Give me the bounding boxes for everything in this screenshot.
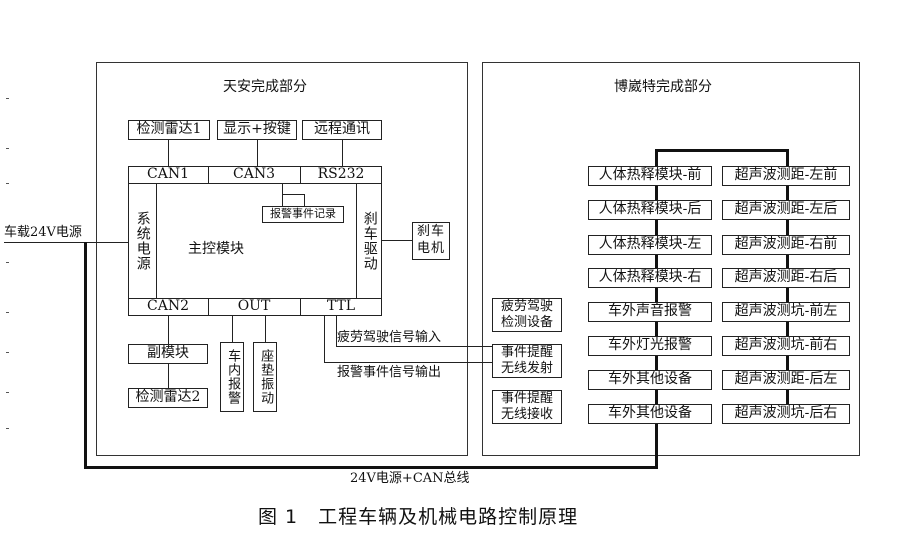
port-strip-bottom-divider: [128, 298, 382, 299]
right-right-item: 超声波测坑-前左: [722, 302, 850, 322]
brake-drive-label: 刹车驱动: [361, 210, 378, 271]
remote-connector: [342, 140, 343, 166]
right-right-item: 超声波测距-右前: [722, 235, 850, 255]
edge-tick: [6, 428, 9, 429]
port-strip-top-divider: [128, 183, 382, 184]
bus-line-bottom: [84, 466, 658, 469]
figure-caption: 图 1 工程车辆及机械电路控制原理: [258, 506, 579, 528]
right-right-item: 超声波测距-左前: [722, 166, 850, 186]
edge-tick: [6, 262, 9, 263]
detect-radar-1-box: 检测雷达1: [128, 120, 210, 140]
power-strip-divider: [156, 183, 157, 298]
fatigue-detection-device: 疲劳驾驶检测设备: [492, 298, 562, 332]
can2-connector: [168, 316, 169, 344]
brake-motor-box: 刹车电机: [412, 222, 450, 260]
edge-tick: [6, 352, 9, 353]
right-left-item: 人体热释模块-左: [588, 235, 712, 255]
ttl-line: [324, 316, 325, 362]
port-can3: CAN3: [233, 165, 275, 182]
event-wireless-receiver: 事件提醒无线接收: [492, 390, 562, 424]
tianan-panel-title: 天安完成部分: [223, 79, 307, 95]
out-connector: [265, 316, 266, 342]
edge-tick: [6, 98, 9, 99]
right-left-item: 人体热释模块-后: [588, 200, 712, 220]
sub-module-connector: [168, 364, 169, 388]
port-can2: CAN2: [147, 298, 189, 315]
right-right-item: 超声波测距-后左: [722, 370, 850, 390]
seat-vibration-box: 座垫振动: [253, 342, 277, 412]
cabin-alarm-box: 车内报警: [220, 342, 244, 412]
display-connector: [257, 140, 258, 166]
ttl-line: [336, 316, 337, 346]
port-divider: [300, 166, 301, 183]
detect-radar-2-box: 检测雷达2: [128, 388, 208, 408]
right-right-item: 超声波测距-左后: [722, 200, 850, 220]
vehicle-power-label: 车载24V电源: [4, 225, 82, 240]
port-divider: [300, 298, 301, 316]
event-wireless-transmitter: 事件提醒无线发射: [492, 344, 562, 378]
right-right-item: 超声波测距-右后: [722, 268, 850, 288]
fatigue-signal-label: 疲劳驾驶信号输入: [337, 330, 442, 345]
port-ttl: TTL: [326, 298, 356, 315]
bowete-panel: [482, 62, 860, 456]
port-rs232: RS232: [317, 165, 365, 182]
fatigue-in-line: [336, 346, 492, 347]
main-control-module: [128, 166, 382, 316]
bus-line-top: [655, 149, 789, 152]
right-left-item: 人体热释模块-右: [588, 268, 712, 288]
right-right-item: 超声波测坑-前右: [722, 336, 850, 356]
alarm-record-connector: [304, 194, 305, 206]
brake-strip-divider: [356, 183, 357, 298]
port-divider: [208, 298, 209, 316]
main-module-label: 主控模块: [188, 241, 244, 257]
right-left-item: 车外声音报警: [588, 302, 712, 322]
radar1-connector: [168, 140, 169, 166]
bus-line-left: [84, 242, 87, 468]
alarm-record-connector: [282, 194, 304, 195]
right-right-item: 超声波测坑-后右: [722, 404, 850, 424]
alarm-out-line: [324, 362, 492, 363]
sub-module-box: 副模块: [128, 344, 208, 364]
tianan-panel: [96, 62, 468, 456]
edge-tick: [6, 183, 9, 184]
out-connector: [232, 316, 233, 342]
right-left-item: 车外其他设备: [588, 404, 712, 424]
right-left-item: 车外其他设备: [588, 370, 712, 390]
alarm-signal-label: 报警事件信号输出: [337, 365, 442, 380]
display-keys-box: 显示+按键: [217, 120, 297, 140]
bus-label: 24V电源+CAN总线: [350, 471, 470, 486]
port-can1: CAN1: [147, 165, 189, 182]
vehicle-power-line: [4, 242, 128, 243]
system-power-label: 系统电源: [134, 210, 151, 271]
right-left-item: 车外灯光报警: [588, 336, 712, 356]
edge-tick: [6, 392, 9, 393]
edge-tick: [6, 148, 9, 149]
bowete-panel-title: 博崴特完成部分: [614, 79, 712, 95]
edge-tick: [6, 312, 9, 313]
remote-comm-box: 远程通讯: [302, 120, 382, 140]
brake-motor-connector: [382, 240, 412, 241]
port-divider: [208, 166, 209, 183]
port-out: OUT: [237, 298, 271, 315]
alarm-record-box: 报警事件记录: [262, 206, 344, 223]
right-left-item: 人体热释模块-前: [588, 166, 712, 186]
